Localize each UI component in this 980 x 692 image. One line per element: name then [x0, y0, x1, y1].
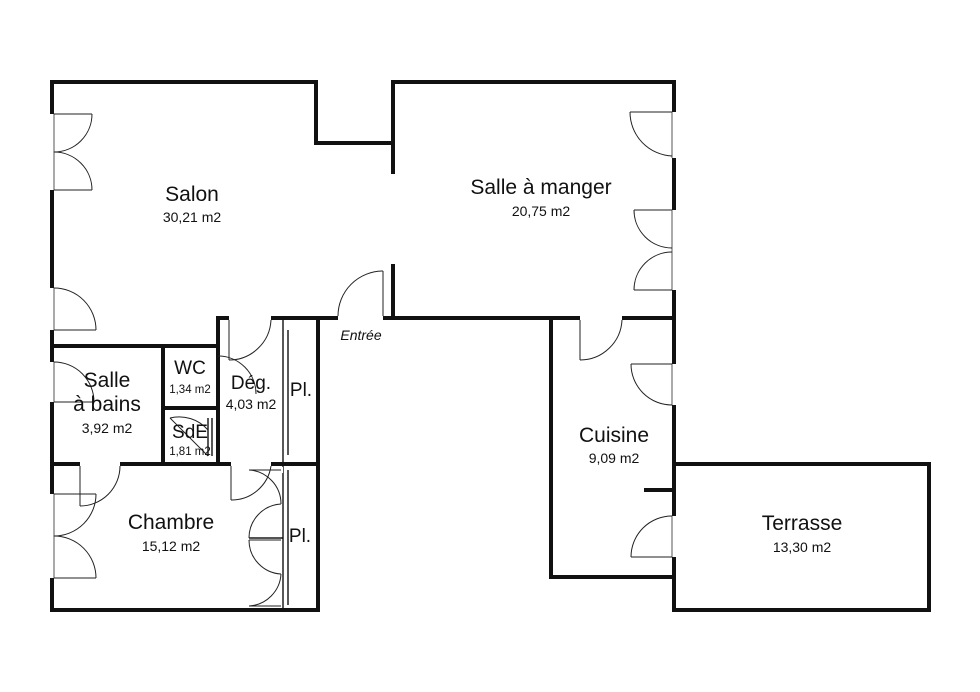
room-area-chambre: 15,12 m2 — [142, 538, 201, 554]
room-name-cuisine: Cuisine — [579, 424, 649, 447]
door-icon — [579, 319, 623, 361]
door-icon — [217, 355, 257, 395]
room-name-degagement: Dég. — [231, 373, 271, 394]
room-name-salle-de-bains-line2: à bains — [73, 393, 141, 416]
window-icon — [53, 493, 97, 579]
window-icon — [630, 515, 673, 558]
window-openings — [49, 112, 677, 578]
room-labels: Salon 30,21 m2 Salle à manger 20,75 m2 S… — [73, 176, 842, 555]
room-area-degagement: 4,03 m2 — [226, 396, 277, 412]
wardrobe-door-icon — [248, 469, 282, 607]
room-name-salle-a-manger: Salle à manger — [470, 176, 611, 199]
door-icon — [230, 465, 272, 501]
room-name-salon: Salon — [165, 183, 219, 206]
room-area-salle-d-eau: 1,81 m2 — [169, 446, 211, 458]
window-icon — [53, 287, 97, 331]
room-name-salle-d-eau: SdE — [172, 422, 208, 443]
window-icon — [53, 113, 93, 191]
room-name-placard-2: Pl. — [289, 526, 311, 547]
room-name-placard-1: Pl. — [290, 380, 312, 401]
door-icon — [228, 319, 272, 361]
room-area-salle-a-manger: 20,75 m2 — [512, 203, 571, 219]
door-swings — [53, 111, 673, 607]
entrance-label: Entrée — [340, 327, 381, 343]
window-icon — [53, 361, 95, 403]
room-area-salon: 30,21 m2 — [163, 209, 222, 225]
room-area-cuisine: 9,09 m2 — [589, 450, 640, 466]
room-name-terrasse: Terrasse — [762, 512, 843, 535]
room-name-wc: WC — [174, 358, 206, 379]
room-area-wc: 1,34 m2 — [169, 384, 211, 396]
window-icon — [630, 363, 673, 406]
room-name-salle-de-bains-line1: Salle — [84, 369, 131, 392]
room-name-chambre: Chambre — [128, 511, 214, 534]
door-icon — [79, 465, 121, 507]
entrance-door-icon — [337, 270, 384, 317]
window-icon — [633, 209, 673, 291]
door-icon — [169, 416, 209, 457]
room-area-salle-de-bains: 3,92 m2 — [82, 420, 133, 436]
room-area-terrasse: 13,30 m2 — [773, 539, 832, 555]
window-icon — [629, 111, 673, 158]
